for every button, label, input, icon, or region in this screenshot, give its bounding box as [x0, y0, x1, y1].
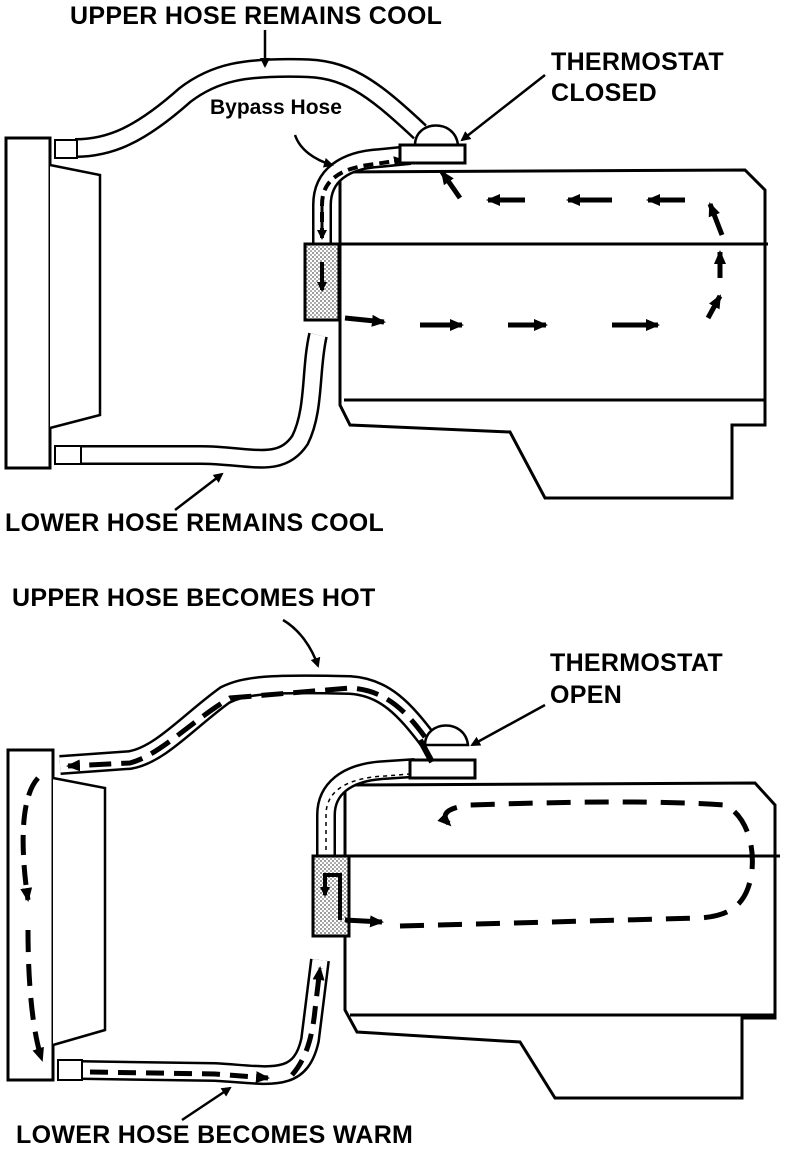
flow-arrows-top	[344, 170, 726, 331]
thermostat-open	[408, 724, 477, 780]
lower-hose-top	[54, 332, 328, 469]
bottom-lower-hose-label: LOWER HOSE BECOMES WARM	[16, 1121, 414, 1149]
bottom-thermostat-label-line1: THERMOSTAT	[550, 649, 723, 677]
top-thermostat-label-line2: CLOSED	[551, 79, 657, 107]
callouts-bottom	[181, 618, 546, 1122]
callouts-top	[174, 30, 546, 511]
flow-arrows-bottom	[344, 799, 755, 929]
bottom-diagram	[6, 618, 780, 1122]
top-bypass-hose-label: Bypass Hose	[210, 96, 342, 119]
thermostat-closed	[398, 124, 467, 165]
bypass-hose-top	[312, 145, 411, 244]
top-lower-hose-label: LOWER HOSE REMAINS COOL	[5, 509, 385, 537]
radiator-bottom	[6, 748, 107, 1082]
water-pump-bottom	[311, 854, 351, 938]
upper-hose-top	[54, 57, 427, 159]
lower-hose-bottom	[57, 958, 330, 1086]
top-upper-hose-label: UPPER HOSE REMAINS COOL	[70, 2, 443, 30]
engine-block-top	[338, 168, 768, 500]
engine-block-bottom	[343, 781, 780, 1100]
top-thermostat-label-line1: THERMOSTAT	[551, 48, 724, 76]
radiator-top	[4, 136, 102, 470]
bottom-upper-hose-label: UPPER HOSE BECOMES HOT	[12, 584, 376, 612]
upper-hose-bottom	[59, 674, 436, 775]
bottom-thermostat-label-line2: OPEN	[550, 681, 623, 709]
top-diagram	[4, 30, 768, 511]
bypass-hose-bottom	[316, 758, 416, 856]
